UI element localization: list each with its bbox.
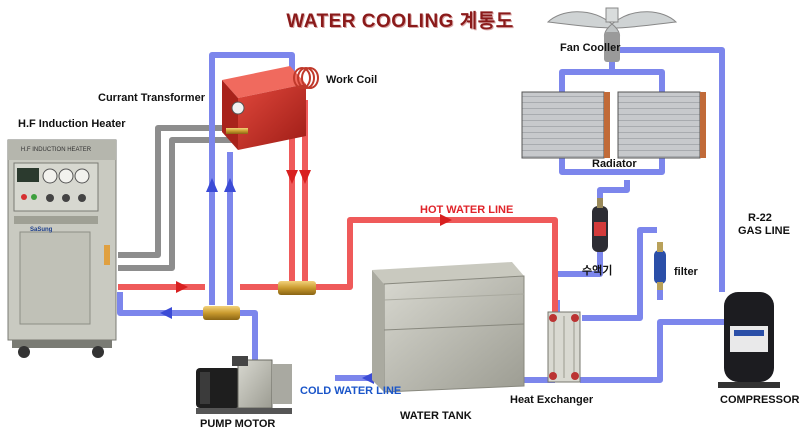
gas-line-receiver-hx [552, 250, 603, 310]
radiator-label: Radiator [592, 158, 637, 170]
radiators [521, 91, 706, 159]
r22-gas-line [612, 47, 725, 292]
fan-cooler-label: Fan Cooller [560, 42, 621, 54]
filter-label: filter [674, 266, 698, 278]
gas-line-hx-filter [582, 227, 657, 321]
water-tank-label: WATER TANK [400, 410, 472, 422]
hot-water-line [316, 217, 558, 318]
gas-line-radiator-top [559, 69, 665, 92]
arrow-down-icon [286, 170, 298, 184]
arrow-right-icon [176, 281, 188, 293]
arrow-right-icon [440, 214, 452, 226]
gas-line-upper [118, 125, 232, 258]
hot-water-line-label: HOT WATER LINE [420, 204, 514, 216]
cold-line-heater-return [117, 292, 203, 316]
gas-line-lower [118, 137, 232, 271]
currant-transformer-label: Currant Transformer [98, 92, 205, 104]
gas-line-radiator-receiver [597, 180, 630, 208]
gas-lines [118, 125, 232, 271]
work-coil [293, 67, 319, 89]
cold-water-lines [117, 47, 725, 388]
coupling-cold [203, 306, 240, 320]
hf-induction-heater: H.F INDUCTION HEATER SaSung [7, 139, 117, 358]
water-tank [372, 262, 525, 393]
arrow-up-icon [206, 178, 218, 192]
page-title: WATER COOLING 계통도 [286, 11, 514, 32]
pump-motor-label: PUMP MOTOR [200, 418, 276, 430]
coupling-hot [278, 281, 316, 295]
compressor-label: COMPRESSOR [720, 394, 800, 406]
gas-line-radiator-bottom [559, 158, 665, 175]
r22-label-line1: R-22 [748, 212, 772, 224]
work-coil-label: Work Coil [326, 74, 378, 86]
cold-water-line-label: COLD WATER LINE [300, 385, 402, 397]
heater-panel-text: H.F INDUCTION HEATER [21, 147, 92, 153]
heater-brand: SaSung [30, 227, 53, 233]
brass-couplings [203, 281, 316, 320]
currant-transformer [222, 66, 306, 150]
flow-arrows [160, 170, 561, 384]
gas-line-hx-compressor [580, 319, 724, 383]
fan-cooler [546, 7, 678, 62]
arrow-down-icon [299, 170, 311, 184]
heat-exchanger [547, 311, 581, 383]
arrow-up-icon [224, 178, 236, 192]
heat-exchanger-label: Heat Exchanger [510, 394, 594, 406]
arrow-left-icon [160, 307, 172, 319]
pump-motor [196, 356, 292, 414]
receiver-label: 수액기 [582, 265, 613, 277]
filter-drier [654, 242, 666, 290]
receiver-tank [592, 198, 608, 252]
r22-label-line2: GAS LINE [738, 225, 790, 237]
hf-induction-heater-label: H.F Induction Heater [18, 118, 126, 130]
arrow-left-icon [362, 372, 374, 384]
compressor [718, 292, 780, 388]
